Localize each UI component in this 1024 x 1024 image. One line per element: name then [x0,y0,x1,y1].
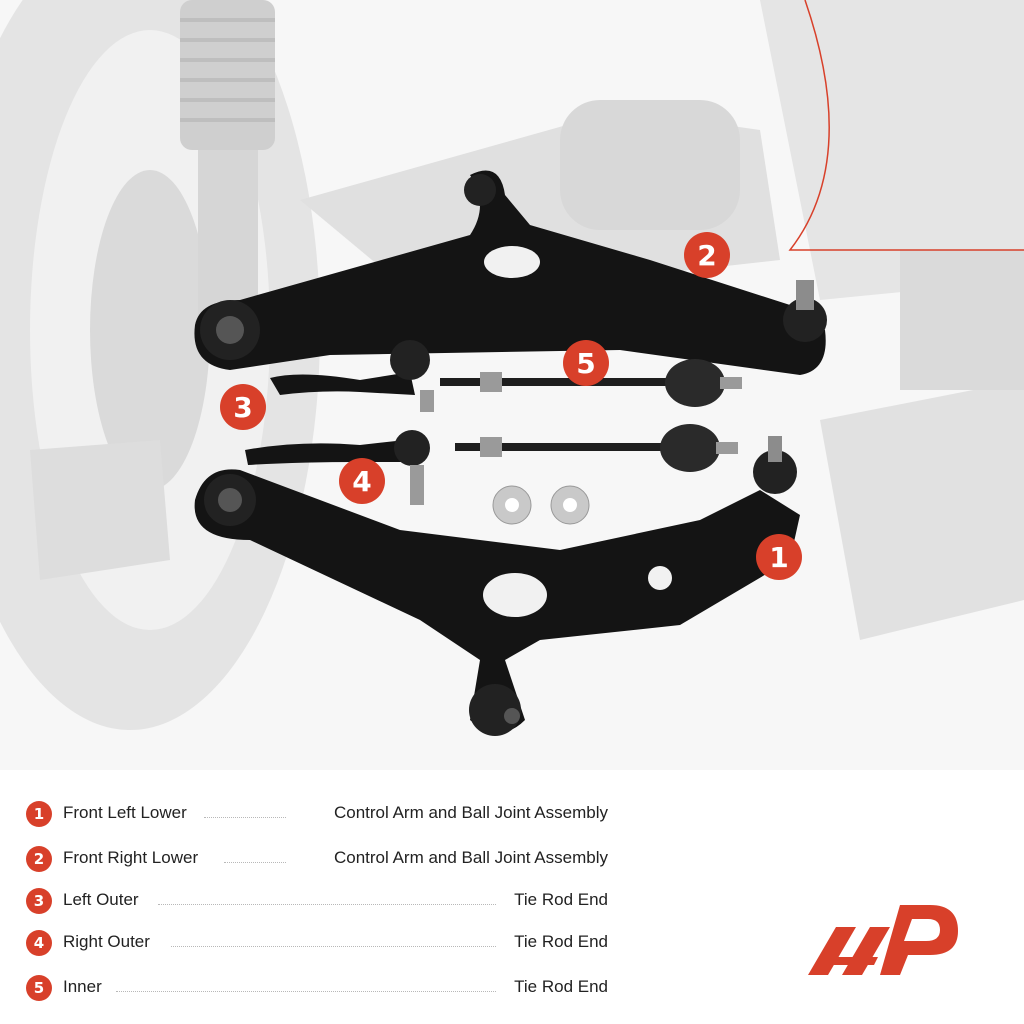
legend-description: Control Arm and Ball Joint Assembly [333,848,608,867]
legend-description: Tie Rod End [514,932,608,951]
legend-item: 2 Front Right Lower Control Arm and Ball… [26,845,608,873]
legend-item: 4 Right Outer Tie Rod End [26,929,608,957]
control-arm-front-left [194,436,801,736]
accent-curve [788,0,1024,251]
callout-4: 4 [339,458,385,504]
leader-dots [158,904,496,905]
callout-1: 1 [756,534,802,580]
legend-label: Front Right Lower [63,848,199,867]
lock-washers [492,485,590,525]
legend-item: 1 Front Left Lower Control Arm and Ball … [26,800,608,828]
legend-number-badge: 4 [26,930,52,956]
legend-number-badge: 3 [26,888,52,914]
legend-label: Left Outer [63,890,139,909]
legend-description: Tie Rod End [514,890,608,909]
legend-number-badge: 2 [26,846,52,872]
leader-dots [171,946,496,947]
legend-description: Tie Rod End [514,977,608,996]
legend-number-badge: 1 [26,801,52,827]
callout-5: 5 [563,340,609,386]
leader-dots [116,991,496,992]
control-arm-front-right [194,170,827,375]
legend-label: Right Outer [63,932,150,951]
product-photo [0,0,1024,736]
tie-rod-end-left-outer [270,340,434,412]
leader-dots [224,862,286,863]
legend-label: Front Left Lower [63,803,187,822]
legend-item: 5 Inner Tie Rod End [26,974,608,1002]
tie-rod-inner-lower [455,424,738,472]
leader-dots [204,817,286,818]
legend-number-badge: 5 [26,975,52,1001]
legend-item: 3 Left Outer Tie Rod End [26,887,608,915]
tie-rod-inner-upper [440,359,742,407]
callout-3: 3 [220,384,266,430]
background-suspension-scene [0,0,1024,730]
legend-description: Control Arm and Ball Joint Assembly [333,803,608,822]
legend-label: Inner [63,977,102,996]
a-premium-logo-icon [808,905,958,975]
callout-2: 2 [684,232,730,278]
